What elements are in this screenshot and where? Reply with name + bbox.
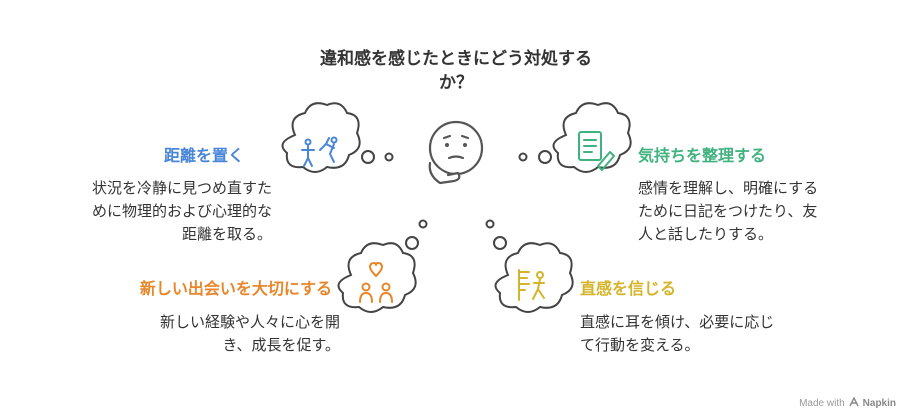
heading-keep-distance: 距離を置く [163, 146, 244, 165]
title-line-2: か？ [439, 73, 473, 93]
napkin-logo-icon [849, 396, 859, 410]
desc-line: 感情を理解し、明確にする [638, 179, 819, 197]
walking-away-icon [281, 102, 361, 173]
intuition-walking-icon [494, 242, 574, 313]
desc-trust-intuition: 直感に耳を傾け、必要に応じ て行動を変える。 [580, 311, 774, 357]
napkin-brand: Napkin [862, 398, 896, 409]
desc-line: 新しい経験や人々に心を開 [159, 313, 340, 331]
title-line-1: 違和感を感じたときにどう対処する [320, 49, 592, 69]
desc-line: めに物理的および心理的な [91, 202, 272, 220]
desc-line: 直感に耳を傾け、必要に応じ [580, 313, 775, 331]
people-heart-icon [337, 242, 417, 313]
heading-cherish-new-encounters: 新しい出会いを大切にする [139, 279, 332, 298]
desc-line: ために日記をつけたり、友 [638, 202, 818, 220]
made-with-label: Made with [799, 398, 845, 409]
desc-line: き、成長を促す。 [222, 336, 340, 354]
page-title: 違和感を感じたときにどう対処する か？ [276, 47, 636, 95]
desc-organize-feelings: 感情を理解し、明確にする ために日記をつけたり、友 人と話したりする。 [638, 177, 818, 246]
napkin-watermark: Made with Napkin [799, 396, 896, 410]
thought-dots-bottom-left [405, 219, 428, 250]
desc-cherish-new-encounters: 新しい経験や人々に心を開 き、成長を促す。 [160, 311, 340, 357]
heading-trust-intuition: 直感を信じる [580, 279, 677, 298]
desc-keep-distance: 状況を冷静に見つめ直すた めに物理的および心理的な 距離を取る。 [92, 177, 272, 246]
desc-line: 人と話したりする。 [638, 225, 774, 243]
desc-line: て行動を変える。 [580, 336, 700, 354]
thought-dots-left [361, 150, 394, 164]
thinking-face-icon [428, 120, 484, 185]
heading-organize-feelings: 気持ちを整理する [638, 146, 767, 165]
journal-writing-icon [552, 102, 632, 173]
desc-line: 状況を冷静に見つめ直すた [91, 179, 272, 197]
thought-dots-bottom-right [485, 219, 507, 250]
desc-line: 距離を取る。 [181, 225, 272, 243]
thought-dots-right [518, 150, 552, 164]
